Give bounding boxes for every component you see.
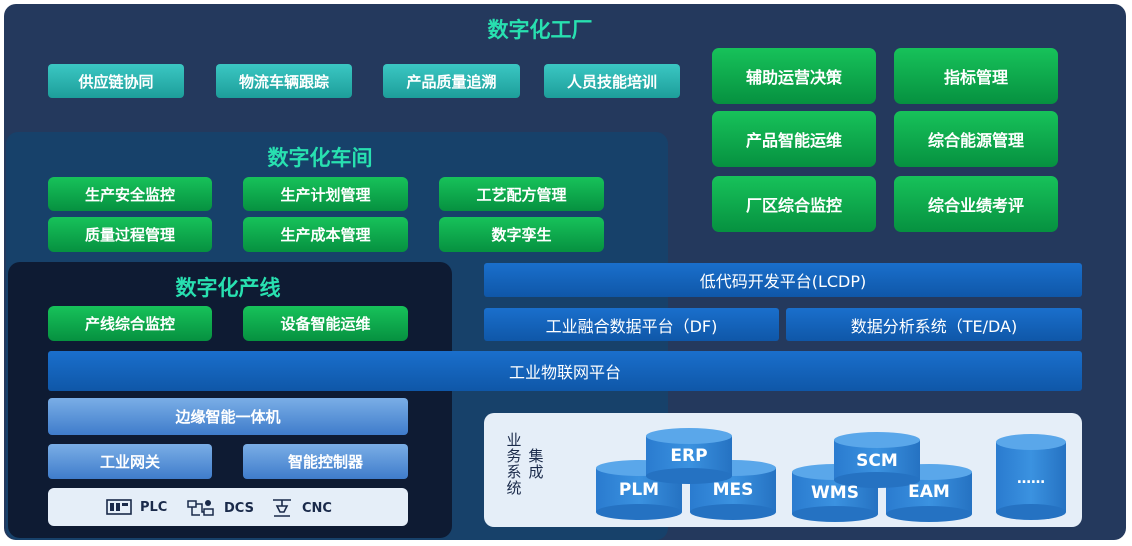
dcs-icon [187, 500, 214, 516]
plc-icon [106, 499, 132, 515]
iot-platform[interactable]: 工业物联网平台 [48, 351, 1082, 391]
cnc-device: CNC [270, 498, 332, 518]
df-platform[interactable]: 工业融合数据平台（DF) [484, 308, 779, 341]
wms-label: WMS [811, 483, 859, 503]
gateway-button[interactable]: 工业网关 [48, 444, 212, 479]
factory-title: 数字化工厂 [487, 18, 593, 42]
equipment-maintenance-button[interactable]: 设备智能运维 [243, 306, 408, 341]
kpi-management-button[interactable]: 指标管理 [894, 48, 1058, 104]
supply-chain-button[interactable]: 供应链协同 [48, 64, 184, 98]
edge-computer-button[interactable]: 边缘智能一体机 [48, 398, 408, 435]
plant-monitoring-button[interactable]: 厂区综合监控 [712, 176, 876, 232]
mes-label: MES [712, 480, 754, 500]
digital-twin-button[interactable]: 数字孪生 [439, 217, 604, 252]
scm-label: SCM [856, 451, 898, 471]
skill-training-button[interactable]: 人员技能培训 [544, 64, 680, 98]
energy-management-button[interactable]: 综合能源管理 [894, 111, 1058, 167]
logistics-tracking-button[interactable]: 物流车辆跟踪 [216, 64, 352, 98]
dcs-device: DCS [186, 498, 254, 518]
line-monitor-button[interactable]: 产线综合监控 [48, 306, 212, 341]
performance-review-button[interactable]: 综合业绩考评 [894, 176, 1058, 232]
quality-process-button[interactable]: 质量过程管理 [48, 217, 212, 252]
product-maintenance-button[interactable]: 产品智能运维 [712, 111, 876, 167]
teda-platform[interactable]: 数据分析系统（TE/DA) [786, 308, 1082, 341]
line-title: 数字化产线 [175, 276, 281, 300]
integration-label: 集成 [528, 447, 544, 481]
recipe-management-button[interactable]: 工艺配方管理 [439, 177, 604, 211]
erp-label: ERP [670, 446, 708, 466]
safety-monitor-button[interactable]: 生产安全监控 [48, 177, 212, 211]
cnc-icon [273, 499, 291, 517]
workshop-title: 数字化车间 [267, 146, 373, 170]
business-systems-box [484, 413, 1082, 527]
lcdp-platform[interactable]: 低代码开发平台(LCDP) [484, 263, 1082, 297]
business-label: 业务系统 [506, 431, 522, 497]
plc-device: PLC [106, 498, 167, 516]
cost-management-button[interactable]: 生产成本管理 [243, 217, 408, 252]
controller-button[interactable]: 智能控制器 [243, 444, 408, 479]
devices-box [48, 488, 408, 526]
production-plan-button[interactable]: 生产计划管理 [243, 177, 408, 211]
plm-label: PLM [618, 480, 660, 500]
erp-cylinder [646, 428, 732, 484]
scm-cylinder [834, 432, 920, 488]
eam-label: EAM [908, 482, 950, 502]
more-cylinder [996, 434, 1066, 520]
decision-support-button[interactable]: 辅助运营决策 [712, 48, 876, 104]
more-label: …… [1017, 471, 1045, 487]
quality-trace-button[interactable]: 产品质量追溯 [383, 64, 520, 98]
